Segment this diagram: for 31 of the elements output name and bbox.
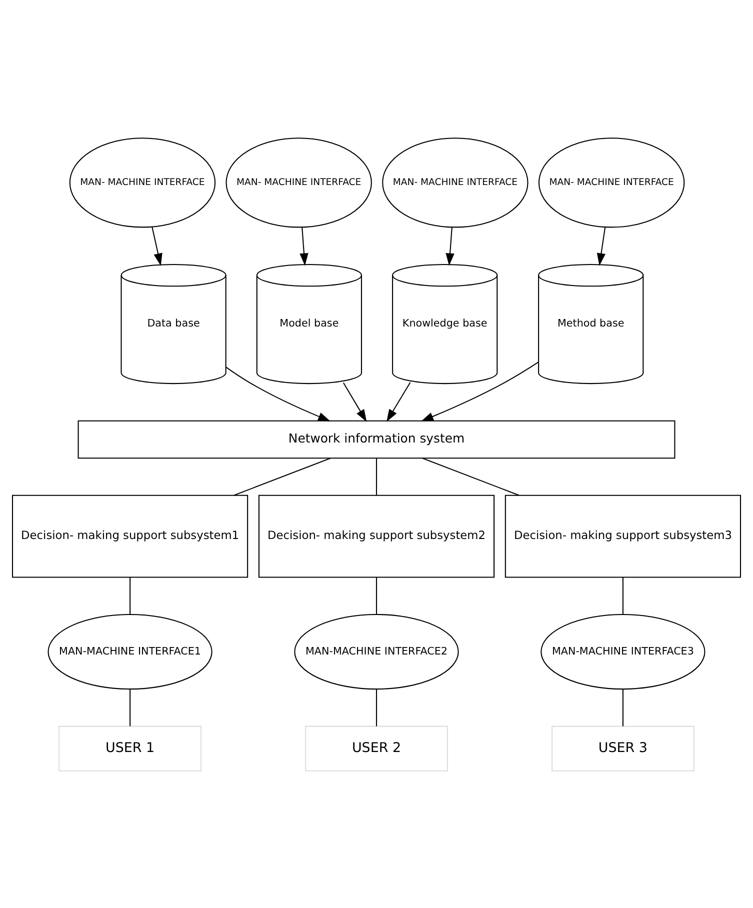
arrow <box>152 226 162 266</box>
node-box: USER 2 <box>305 725 448 771</box>
node-box: USER 3 <box>552 725 694 771</box>
connector <box>422 457 520 496</box>
node-ellipse: MAN- MACHINE INTERFACE <box>382 137 528 228</box>
node-ellipse: MAN- MACHINE INTERFACE <box>69 137 216 228</box>
connector <box>622 688 624 726</box>
node-box: USER 1 <box>58 725 202 771</box>
connector <box>376 688 378 726</box>
node-box: Decision- making support subsystem1 <box>12 494 248 578</box>
arrow <box>446 226 454 266</box>
node-ellipse: MAN-MACHINE INTERFACE2 <box>294 613 459 690</box>
connector <box>376 576 378 614</box>
arrow <box>386 382 411 422</box>
connector <box>376 458 378 495</box>
node-ellipse: MAN-MACHINE INTERFACE1 <box>48 613 212 690</box>
node-box: Network information system <box>78 420 676 458</box>
node-box: Decision- making support subsystem2 <box>258 494 495 578</box>
node-box: Decision- making support subsystem3 <box>504 494 742 578</box>
connector <box>622 576 624 614</box>
connector <box>130 688 131 726</box>
node-ellipse: MAN- MACHINE INTERFACE <box>226 137 372 228</box>
arrow <box>596 226 606 266</box>
arrow <box>300 226 308 266</box>
connector <box>130 576 131 614</box>
arrow <box>226 366 331 421</box>
connector <box>234 457 331 496</box>
arrow <box>421 361 539 421</box>
node-ellipse: MAN-MACHINE INTERFACE3 <box>540 613 706 690</box>
node-ellipse: MAN- MACHINE INTERFACE <box>538 137 685 228</box>
arrow <box>343 382 367 422</box>
